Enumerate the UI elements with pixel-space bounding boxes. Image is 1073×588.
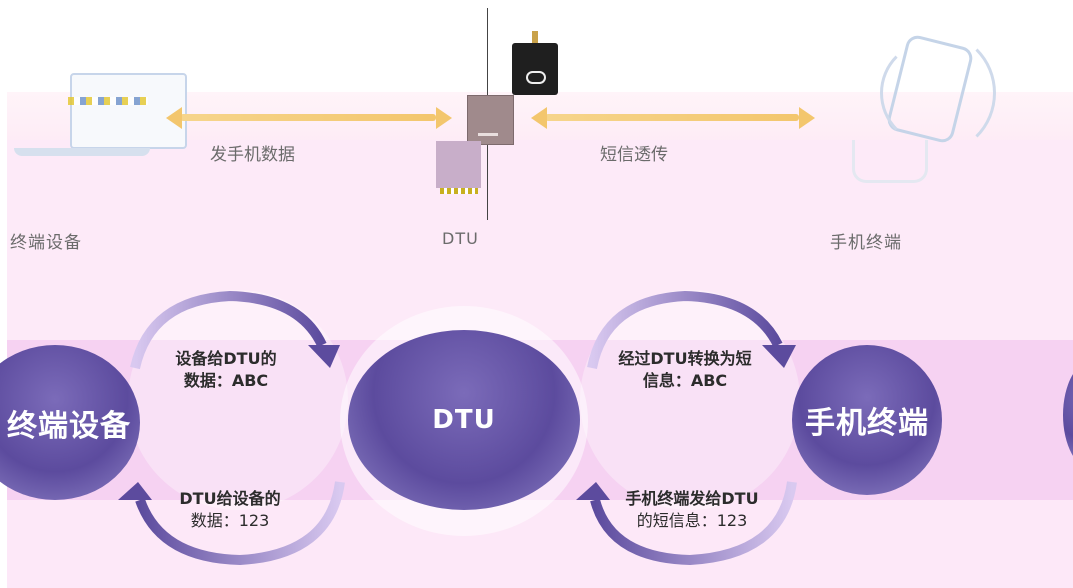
edge-circle [1063,360,1073,470]
middle-background [7,140,1073,350]
cloud-icon [526,71,546,84]
dtu-module-icon [512,31,558,95]
arrow-phone-to-dtu [590,481,797,566]
laptop-base [14,148,150,156]
dtu-module-middle [467,95,514,145]
arrow-line-left [180,114,436,121]
arrow-right-head [799,107,815,129]
terminal-label: 终端设备 [10,233,82,253]
arrowhead-phone-to-dtu [576,482,610,500]
arrow-dtu-to-phone [587,290,783,370]
flow-dtu-to-phone: 经过DTU转换为短 信息：ABC [618,349,752,390]
arrowhead-dtu-to-phone [762,345,796,368]
send-data-label: 发手机数据 [210,145,295,165]
terminal-circle: 终端设备 [0,345,140,500]
sms-label: 短信透传 [600,145,668,165]
arrowhead-dtu-to-device [118,482,152,500]
pins-icon [440,188,478,194]
terminal-circle-label: 终端设备 [7,408,131,444]
phone-label: 手机终端 [830,233,902,253]
arrow-left-head [531,107,547,129]
phone-circle-label: 手机终端 [805,406,929,441]
laptop-screen-detail [68,97,148,105]
phone-circle: 手机终端 [792,345,942,495]
antenna-icon [532,31,538,43]
arrow-left-head [166,107,182,129]
flow-phone-to-dtu: 手机终端发给DTU 的短信息：123 [625,489,759,530]
flow-dtu-to-device: DTU给设备的 数据：123 [179,489,281,530]
signal-wave-icon [870,30,996,156]
phone-reflection [852,140,928,183]
arrowhead-device-to-dtu [308,345,340,368]
arrow-line-right [545,114,799,121]
dtu-label: DTU [442,229,479,248]
dtu-module-board [436,141,481,194]
arrow-right-head [436,107,452,129]
arrow-dtu-to-device [135,481,345,566]
dtu-circle: DTU [348,330,580,510]
dtu-circle-label: DTU [432,405,496,435]
arrow-device-to-dtu [130,290,327,370]
flow-device-to-dtu: 设备给DTU的 数据：ABC [175,349,277,390]
